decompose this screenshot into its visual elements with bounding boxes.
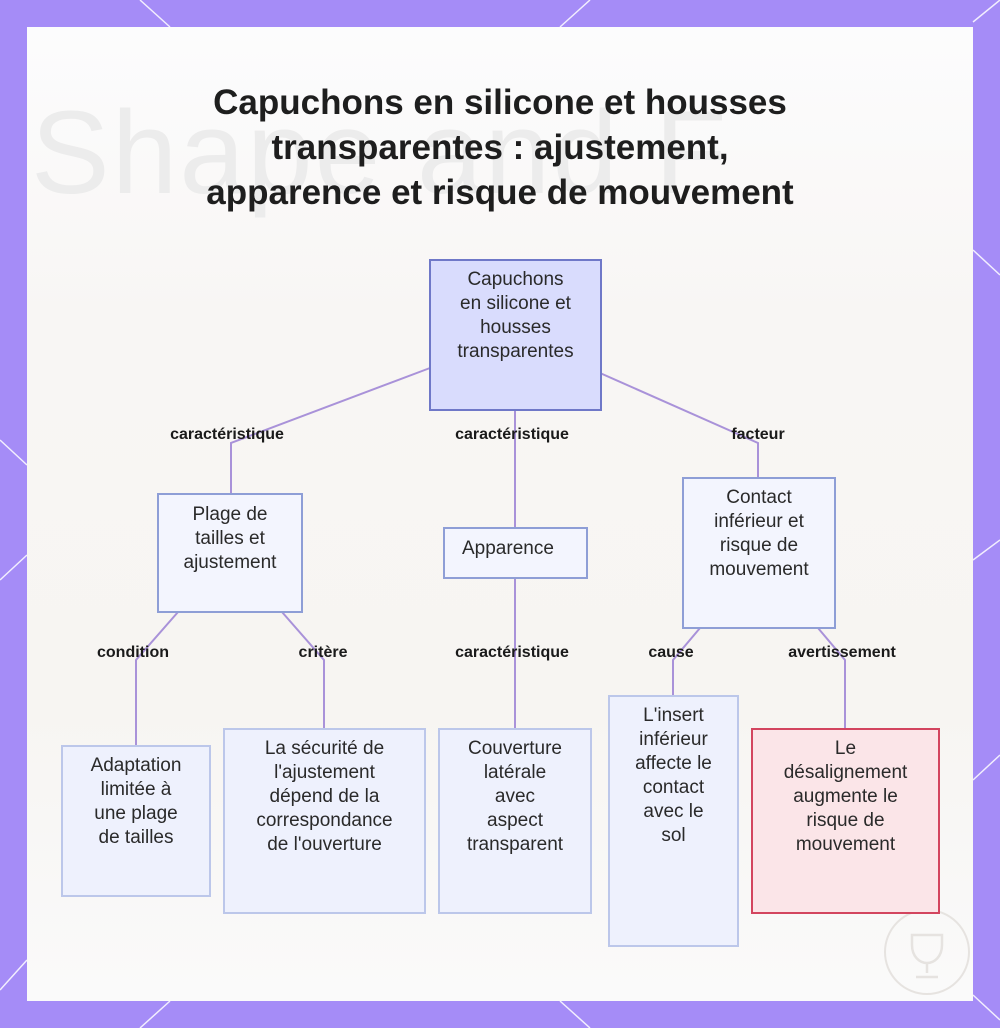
node-security[interactable]: La sécurité de l'ajustement dépend de la… [223, 728, 426, 914]
edge-label-size-fit-security: critère [296, 643, 351, 663]
node-appearance[interactable]: Apparence [443, 527, 588, 579]
edge-label-size-fit-adaptation: condition [94, 643, 172, 663]
edge-size-fit-security [282, 612, 324, 729]
edge-label-root-contact: facteur [728, 425, 787, 445]
edge-label-root-size-fit: caractéristique [167, 425, 287, 445]
edge-label-appearance-coverage: caractéristique [452, 643, 572, 663]
node-adaptation[interactable]: Adaptation limitée à une plage de taille… [61, 745, 211, 897]
edge-label-root-appearance: caractéristique [452, 425, 572, 445]
node-coverage[interactable]: Couverture latérale avec aspect transpar… [438, 728, 592, 914]
node-insert[interactable]: L'insert inférieur affecte le contact av… [608, 695, 739, 947]
edge-size-fit-adaptation [136, 612, 178, 746]
edge-label-contact-insert: cause [645, 643, 696, 663]
node-root[interactable]: Capuchons en silicone et housses transpa… [429, 259, 602, 411]
edge-label-contact-misalignment: avertissement [785, 643, 899, 663]
node-size-fit[interactable]: Plage de tailles et ajustement [157, 493, 303, 613]
node-contact[interactable]: Contact inférieur et risque de mouvement [682, 477, 836, 629]
node-misalignment-warning[interactable]: Le désalignement augmente le risque de m… [751, 728, 940, 914]
